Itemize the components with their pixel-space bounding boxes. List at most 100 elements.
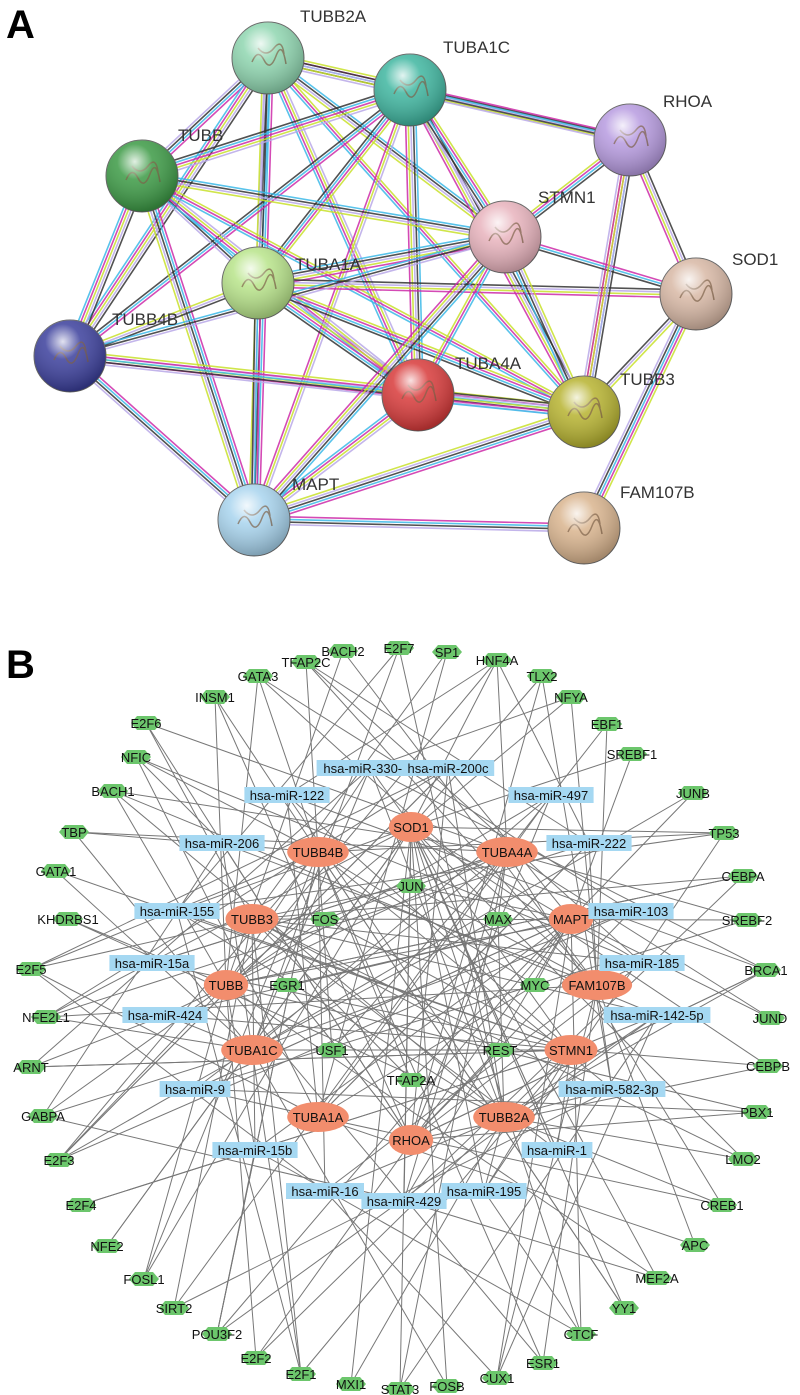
pb-tf-node: STAT3 [381, 1382, 419, 1395]
pa-edge [136, 177, 250, 522]
pb-tf-shape [680, 1238, 710, 1252]
pb-edge [30, 1014, 166, 1068]
pb-tf-node: FOSB [429, 1379, 465, 1394]
pb-tf-shape [59, 825, 89, 839]
pb-mirna-label: hsa-miR-16 [291, 1184, 358, 1199]
pa-node-label: TUBB2A [300, 7, 367, 26]
pb-tf-label: BACH2 [321, 644, 364, 659]
pb-edge [286, 794, 767, 971]
pb-edge [176, 826, 412, 912]
pb-mirna-label: hsa-miR-155 [140, 904, 214, 919]
pb-tf-node: PBX1 [740, 1105, 774, 1120]
pb-tf-shape [243, 669, 273, 683]
pb-edge [447, 767, 505, 1118]
pb-hub-shape [548, 904, 594, 934]
pb-edge [503, 1116, 723, 1206]
pa-node: FAM107B [547, 483, 695, 565]
pa-node-gloss [660, 258, 732, 330]
pb-mirna-shape [588, 903, 674, 919]
pb-hub-label: TUBA4A [482, 845, 533, 860]
pb-tf-node: E2F4 [65, 1198, 97, 1213]
pa-edge [138, 176, 253, 522]
pb-tf-label: KHDRBS1 [37, 912, 98, 927]
pb-mirna-shape [521, 1142, 593, 1158]
pb-edge [194, 919, 748, 1090]
pb-hub-shape [221, 1035, 283, 1065]
pb-edge [399, 1014, 658, 1390]
pa-edge [71, 91, 413, 359]
pb-edge [164, 1014, 769, 1067]
pa-edge [143, 94, 412, 182]
pb-mirna-shape [122, 1007, 208, 1023]
pb-edge [45, 767, 449, 1018]
pa-node: RHOA [593, 92, 713, 177]
pb-tf-node: SREBF2 [722, 913, 772, 928]
pb-tf-shape [53, 912, 83, 926]
pb-tf-node: SP1 [432, 645, 462, 660]
pb-hub-node: RHOA [388, 1125, 434, 1155]
pb-edge [496, 659, 508, 853]
pa-edge [585, 294, 700, 530]
pb-tf-node: SIRT2 [156, 1301, 192, 1316]
pb-tf-node: BACH2 [321, 644, 365, 659]
pb-tf-node: TP53 [708, 826, 740, 841]
pb-mirna-node: hsa-miR-429 [361, 1193, 447, 1209]
pb-tf-shape [732, 913, 762, 927]
pb-tf-node: GATA1 [36, 864, 76, 879]
pb-tf-shape [751, 963, 781, 977]
pa-edge [257, 236, 506, 284]
pb-mirna-node: hsa-miR-15a [109, 955, 195, 971]
pb-hub-label: TUBB2A [479, 1110, 530, 1125]
panel-a-letter: A [6, 3, 35, 47]
panel-a-network: TUBB2ATUBA1CRHOATUBBSTMN1SOD1TUBA1ATUBB4… [33, 7, 778, 565]
pa-node: TUBB4B [33, 310, 178, 393]
pb-edge [570, 792, 694, 920]
pb-tf-shape [728, 869, 758, 883]
pa-edge [69, 57, 269, 357]
pb-mirna-node: hsa-miR-142-5p [603, 1007, 711, 1023]
pa-edge [141, 175, 255, 521]
pb-mirna-node: hsa-miR-497 [508, 787, 594, 803]
pb-edge [410, 826, 558, 1151]
pa-node-gloss [382, 359, 454, 431]
pb-tf-shape [41, 864, 71, 878]
pb-hub-shape [203, 970, 249, 1000]
pb-hub-node: TUBB [203, 970, 249, 1000]
pb-edge [317, 984, 536, 1118]
pb-mirna-node: hsa-miR-155 [134, 903, 220, 919]
pb-tf-node: HNF4A [476, 653, 519, 668]
pb-mirna-label: hsa-miR-122 [250, 788, 324, 803]
pb-edge [403, 918, 572, 1202]
pb-tf-label: TBP [61, 825, 86, 840]
pb-tf-shape [707, 1198, 737, 1212]
pb-hub-label: SOD1 [393, 820, 428, 835]
pa-edge [68, 356, 254, 522]
pa-edge [253, 236, 506, 521]
pb-tf-shape [742, 1105, 772, 1119]
pb-edge [58, 767, 449, 1161]
pb-mirna-label: hsa-miR-222 [552, 836, 626, 851]
pb-hub-shape [473, 1102, 535, 1132]
pb-tf-shape [328, 644, 358, 658]
pb-tf-shape [566, 1327, 596, 1341]
pa-edge [253, 520, 584, 531]
pb-edge [317, 1116, 696, 1246]
pb-tf-label: EGR1 [269, 978, 304, 993]
pb-mirna-node: hsa-miR-222 [546, 835, 632, 851]
pb-mirna-label: hsa-miR-15a [115, 956, 190, 971]
pb-edge [251, 918, 501, 1051]
pa-edge [142, 173, 506, 237]
pb-hub-node: TUBA1C [221, 1035, 283, 1065]
pb-tf-label: PBX1 [740, 1105, 773, 1120]
pa-node-label: MAPT [292, 475, 339, 494]
pb-mirna-node: hsa-miR-1 [521, 1142, 593, 1158]
pa-node-gloss [374, 54, 446, 126]
pb-edge [42, 842, 223, 1117]
pa-edge [255, 238, 508, 523]
pb-edge [317, 851, 544, 1364]
pa-node: TUBB [105, 126, 223, 213]
pa-node: TUBA1A [221, 246, 362, 320]
pb-edge [251, 918, 643, 964]
pb-tf-shape [432, 645, 462, 659]
pb-tf-shape [241, 1351, 271, 1365]
